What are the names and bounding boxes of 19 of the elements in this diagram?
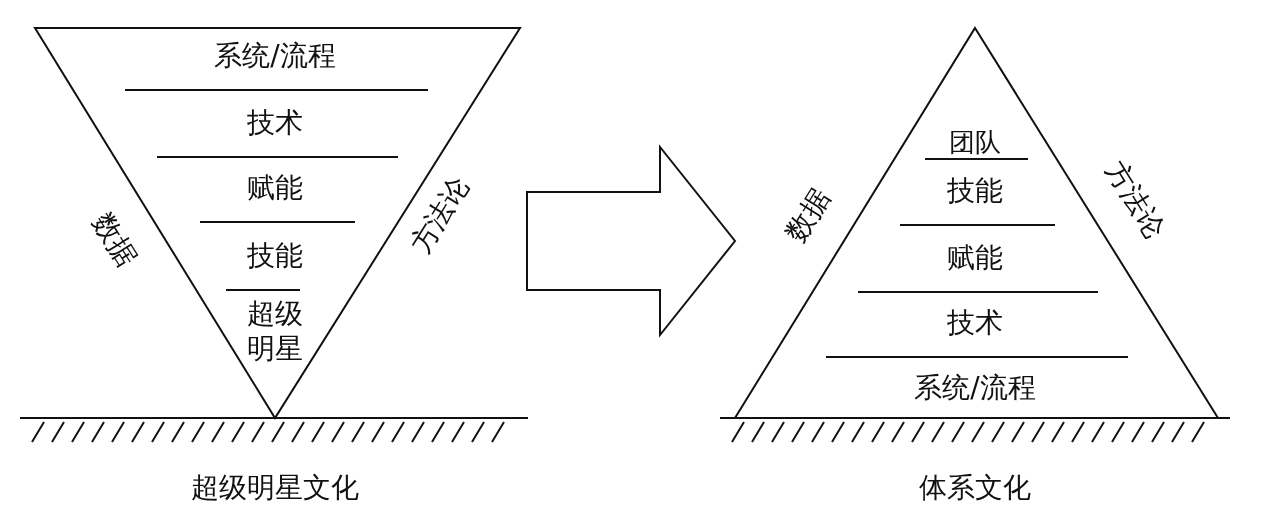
layer-label: 系统/流程 [214,37,336,73]
side-label: 方法论 [403,170,477,260]
layer-label: 技能 [947,172,1003,208]
layer-label: 赋能 [947,239,1003,275]
layer-label: 技术 [947,304,1003,340]
side-label: 数据 [85,207,145,273]
triangle [735,28,1218,418]
node-label: 超级明星文化 [191,471,359,505]
side-label: 方法论 [1098,155,1172,245]
block-arrow [526,144,737,338]
node-label: 体系文化 [919,471,1031,505]
layer-label: 系统/流程 [914,369,1036,405]
layer-label: 赋能 [247,169,303,205]
inverted-triangle [35,28,520,418]
layer-label: 超级明星 [246,296,304,366]
layer-label: 技术 [247,104,303,140]
side-label: 数据 [778,182,838,248]
layer-label: 团队 [949,125,1001,159]
layer-label: 技能 [247,237,303,273]
